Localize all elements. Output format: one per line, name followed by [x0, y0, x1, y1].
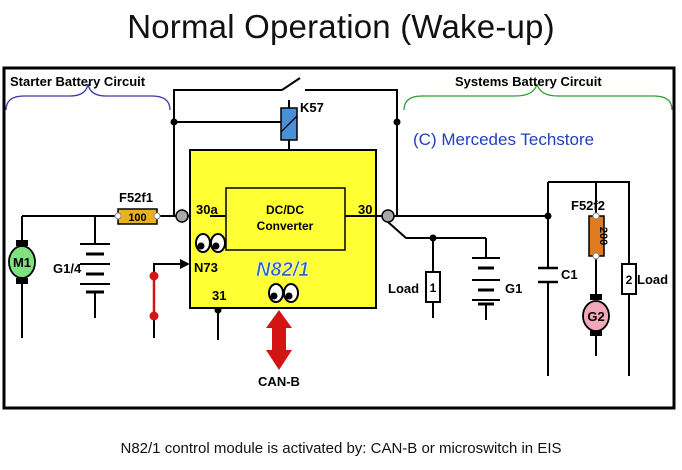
- converter-line2: Converter: [257, 219, 314, 233]
- starter-battery-label: G1/4: [53, 261, 82, 276]
- n73-label: N73: [194, 260, 218, 275]
- junction-dot-right: [393, 118, 401, 126]
- terminal-30: [381, 209, 395, 223]
- wiring: [21, 77, 630, 376]
- starter-motor-m1: [8, 240, 36, 284]
- page-title: Normal Operation (Wake-up): [127, 8, 555, 45]
- generator-label: G2: [587, 309, 604, 324]
- caption: N82/1 control module is activated by: CA…: [120, 440, 562, 457]
- eyes-icon: [268, 283, 299, 303]
- can-b-arrow: [266, 310, 292, 370]
- load2-label: Load: [637, 272, 668, 287]
- eyes-icon: [195, 233, 226, 253]
- fuse2-label: F52f2: [571, 198, 605, 213]
- starter-battery-g1-4: [80, 243, 110, 294]
- load-2: [621, 263, 637, 295]
- starter-circuit-label: Starter Battery Circuit: [10, 74, 146, 89]
- can-b-label: CAN-B: [258, 374, 300, 389]
- converter-line1: DC/DC: [266, 203, 304, 217]
- pin-31-label: 31: [212, 288, 226, 303]
- load1-label: Load: [388, 281, 419, 296]
- capacitor-label: C1: [561, 267, 578, 282]
- dcdc-converter: [225, 187, 346, 251]
- starter-circuit-brace: [5, 83, 171, 111]
- load2-number: 2: [626, 273, 633, 287]
- generator-g2: [582, 294, 610, 336]
- relay-label: K57: [300, 100, 324, 115]
- load1-number: 1: [430, 281, 437, 295]
- systems-circuit-brace: [403, 83, 673, 111]
- copyright-text: (C) Mercedes Techstore: [413, 130, 594, 149]
- fuse2-value: 200: [597, 227, 609, 245]
- diagram-frame: [2, 66, 676, 410]
- terminal-30a: [175, 209, 189, 223]
- load-1: [425, 271, 441, 303]
- pin-30-label: 30: [358, 202, 372, 217]
- system-battery-label: G1: [505, 281, 522, 296]
- system-battery-g1: [472, 257, 500, 306]
- fuse1-value: 100: [128, 212, 146, 224]
- junction-dots: [170, 118, 552, 314]
- pin-30a-label: 30a: [196, 202, 218, 217]
- motor-label: M1: [13, 255, 31, 270]
- module-name: N82/1: [256, 259, 309, 281]
- n73-arrow: [180, 259, 190, 269]
- relay-coil-stroke: [280, 115, 298, 133]
- systems-circuit-label: Systems Battery Circuit: [455, 74, 602, 89]
- microswitch-n73: [149, 271, 159, 321]
- fuse1-label: F52f1: [119, 190, 153, 205]
- capacitor-c1: [538, 266, 558, 284]
